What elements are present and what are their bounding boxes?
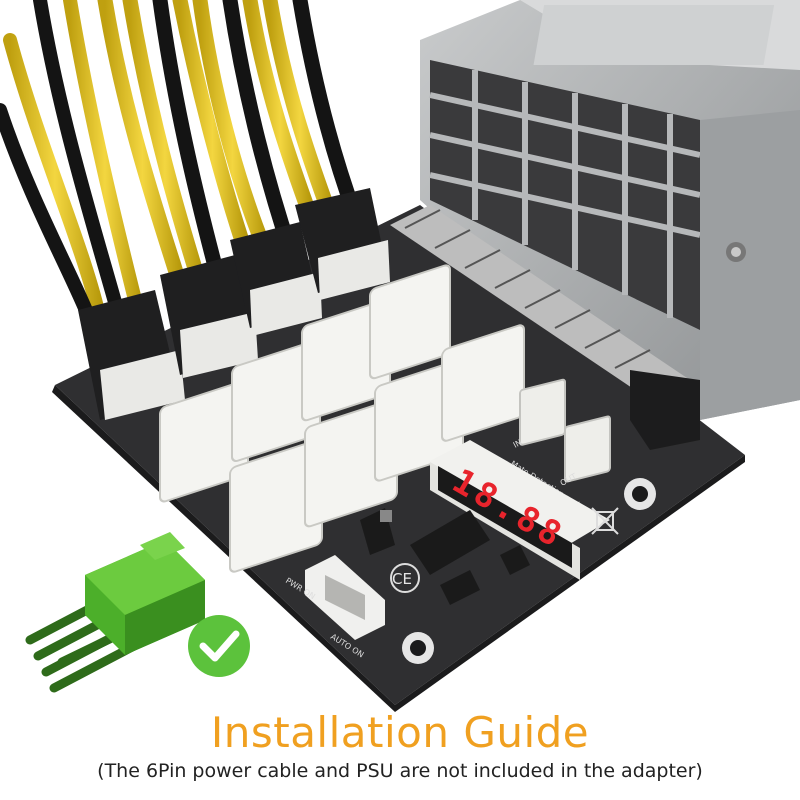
board-components — [360, 508, 530, 605]
cable-plugs — [78, 188, 390, 420]
detection-headers — [519, 378, 611, 483]
caption-subtitle: (The 6Pin power cable and PSU are not in… — [97, 760, 703, 782]
power-mode-switch — [305, 555, 385, 640]
power-cables — [0, 0, 363, 327]
caption-title: Installation Guide — [210, 708, 590, 757]
green-6pin-connector — [25, 532, 205, 693]
ce-mark: CE — [392, 570, 412, 588]
check-circle-icon — [188, 615, 250, 677]
power-supply-unit — [420, 0, 800, 420]
board-connectors — [159, 264, 525, 573]
crossed-bin-icon — [591, 507, 619, 535]
label-in: IN — [512, 438, 524, 450]
